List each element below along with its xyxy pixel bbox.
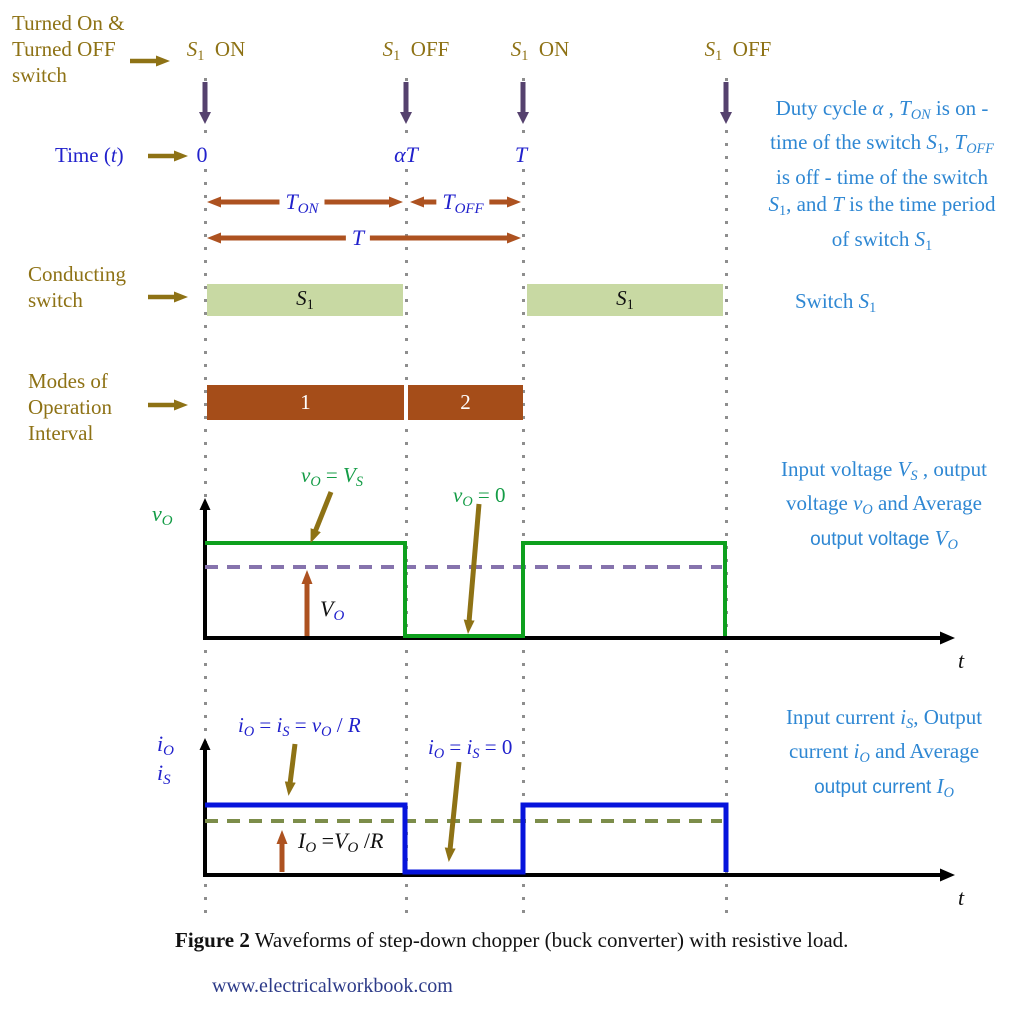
time-axis-label: Time (t) xyxy=(55,143,124,167)
label-pointer-arrow-icons xyxy=(130,55,188,411)
conducting-bar-1: S1 xyxy=(207,284,403,316)
voltage-annotation-arrow-icons xyxy=(310,491,482,634)
vo-equals-zero-annotation: vO = 0 xyxy=(453,483,506,510)
switch-event-down-arrow-icons xyxy=(199,82,732,124)
website-link: www.electricalworkbook.com xyxy=(212,975,453,997)
tick-zero: 0 xyxy=(193,142,211,168)
toff-label: TOFF xyxy=(436,189,490,219)
mode-2-label: 2 xyxy=(460,390,471,414)
mode-bar-2: 2 xyxy=(408,385,523,420)
current-axes xyxy=(199,738,955,882)
tick-T: T xyxy=(511,142,531,168)
io-equals-zero-annotation: iO = iS = 0 xyxy=(428,735,513,762)
mode-1-label: 1 xyxy=(300,390,311,414)
current-time-axis-label: t xyxy=(958,885,965,910)
switch-s1-note: Switch S1 xyxy=(795,289,877,316)
event-s1-off-1: S1 OFF xyxy=(382,37,450,64)
figure-caption-number: Figure 2 xyxy=(175,928,250,952)
io-axis-label: iO xyxy=(157,731,174,760)
gridline-dotted-end xyxy=(725,78,728,922)
average-current-label: IO =VO /R xyxy=(298,828,384,857)
voltage-time-axis-label: t xyxy=(958,648,965,673)
vo-axis-label: vO xyxy=(152,501,173,530)
output-current-waveform xyxy=(205,802,729,875)
duty-cycle-note: Duty cycle α , TON is on -time of the sw… xyxy=(768,96,996,254)
figure-caption-text: Waveforms of step-down chopper (buck con… xyxy=(249,928,849,952)
current-annotation-arrow-icons xyxy=(284,743,462,862)
output-voltage-waveform xyxy=(205,541,727,638)
event-s1-off-2: S1 OFF xyxy=(704,37,772,64)
gridline-dotted-alphaT xyxy=(405,78,408,922)
average-voltage-label: VO xyxy=(320,596,345,625)
mode-bars: 1 2 xyxy=(207,385,523,420)
tick-alphaT: αT xyxy=(391,142,421,168)
figure-caption: Figure 2 Waveforms of step-down chopper … xyxy=(175,928,848,953)
gridline-dotted-T xyxy=(522,78,525,922)
conducting-bar-1-label: S1 xyxy=(296,286,314,313)
io-equals-vor-annotation: iO = iS = vO / R xyxy=(238,713,361,740)
conducting-bar-2: S1 xyxy=(527,284,723,316)
conducting-bar-2-label: S1 xyxy=(616,286,634,313)
event-s1-on-1: S1 ON xyxy=(186,37,246,64)
voltage-axes xyxy=(199,498,955,645)
vo-equals-vs-annotation: vO = VS xyxy=(301,463,363,490)
ton-label: TON xyxy=(279,189,325,219)
event-s1-on-2: S1 ON xyxy=(510,37,570,64)
mode-bar-1: 1 xyxy=(207,385,404,420)
period-label: T xyxy=(345,225,371,251)
is-axis-label: iS xyxy=(157,760,171,789)
